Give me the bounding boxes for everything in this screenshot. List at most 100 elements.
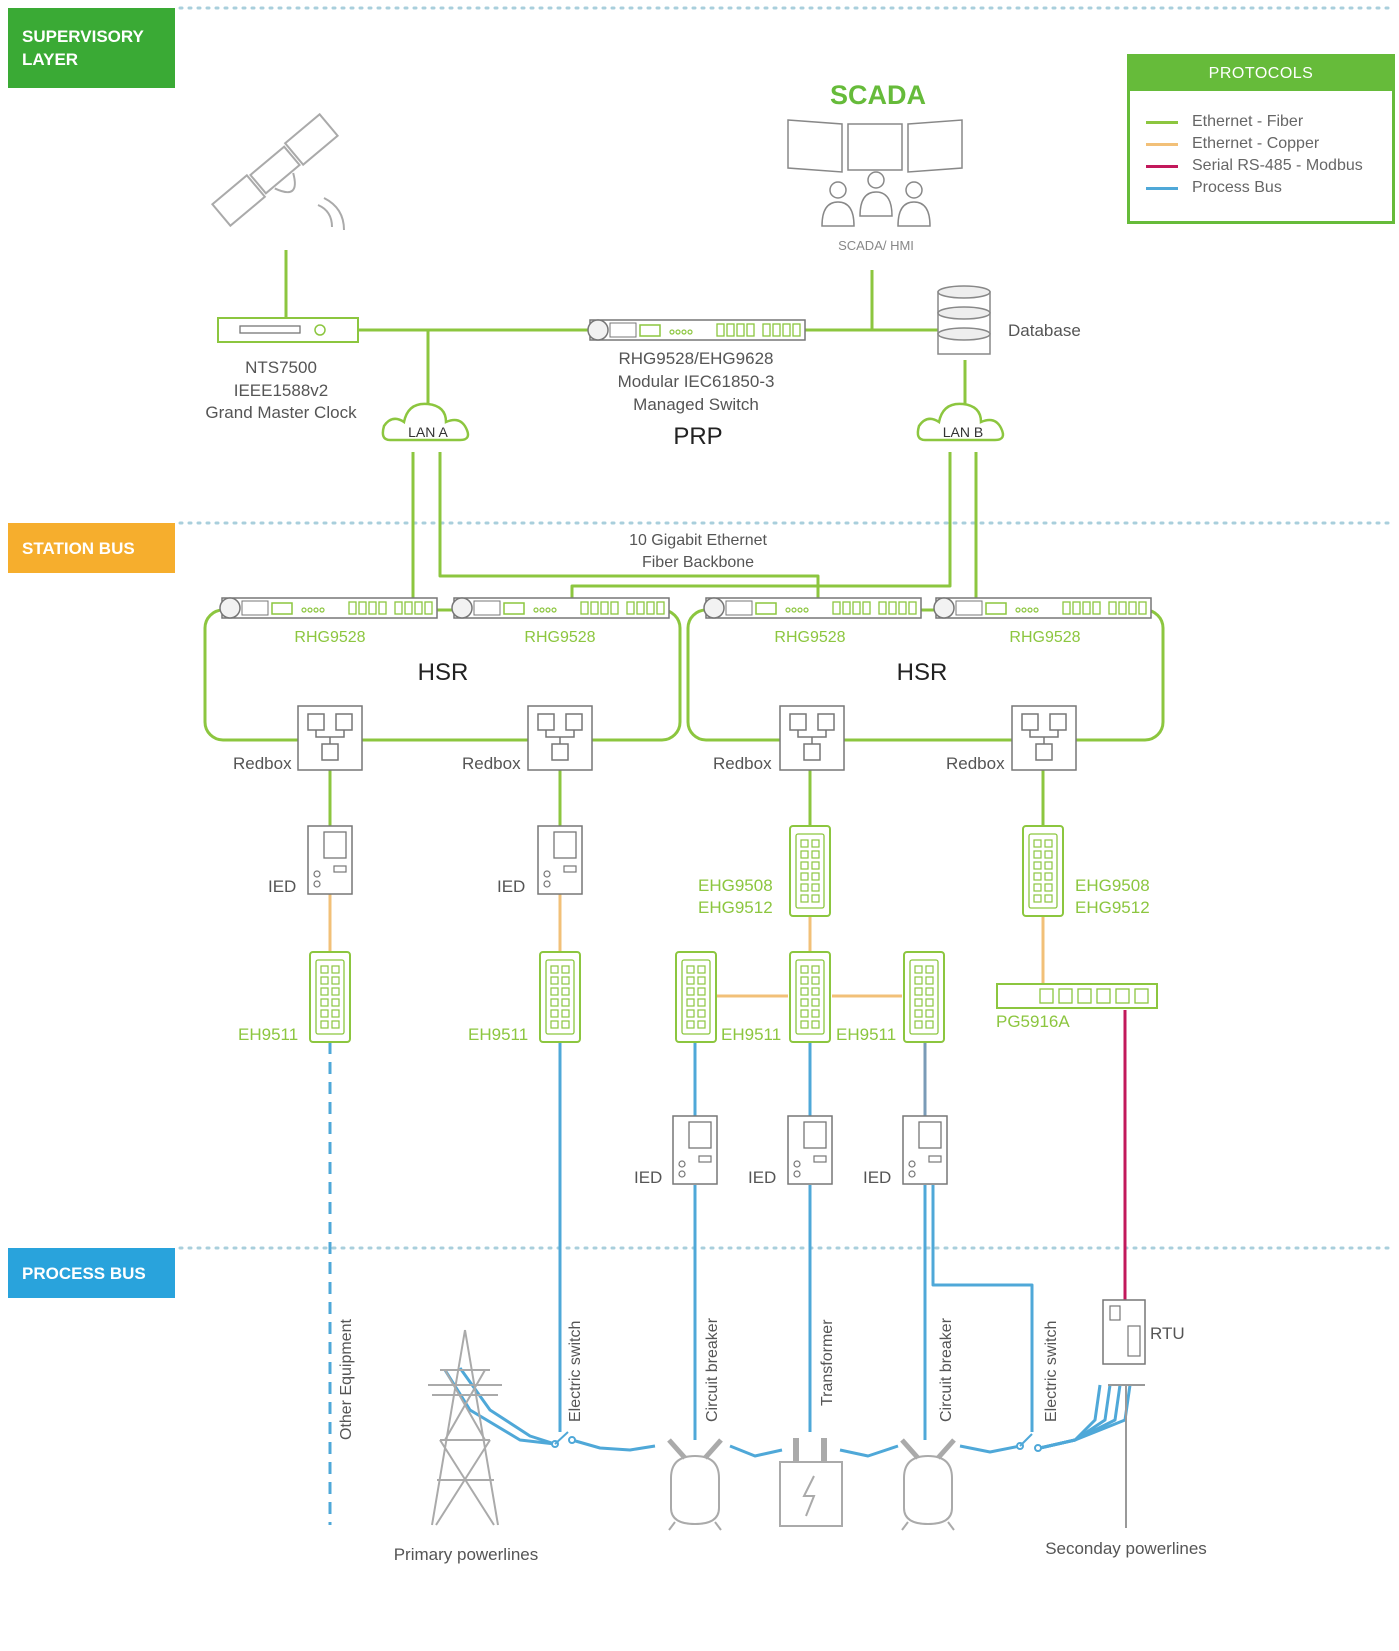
status-led — [675, 329, 681, 335]
satellite-icon — [210, 112, 340, 228]
ptp-module — [955, 600, 983, 616]
ied-button — [678, 1170, 686, 1178]
switch-port — [800, 839, 809, 848]
switch-port — [1044, 894, 1053, 903]
database-icon — [937, 285, 991, 355]
ied-port — [928, 1155, 942, 1163]
transformer-bushing — [793, 1438, 827, 1462]
port — [762, 323, 771, 337]
port — [404, 601, 413, 615]
switch-port — [561, 1020, 570, 1029]
eh9511-label-4: EH9511 — [836, 1025, 896, 1044]
eh9511-4 — [789, 951, 831, 1043]
fiber-module — [503, 602, 525, 615]
ied-button — [793, 1170, 801, 1178]
eh9511-2 — [539, 951, 581, 1043]
other-equipment-label: Other Equipment — [338, 1318, 355, 1440]
legend-swatch — [1146, 186, 1178, 190]
station-bus-label: STATION BUS — [22, 538, 135, 558]
rtu-body — [1102, 1299, 1146, 1365]
core-switch-label-2: Modular IEC61850-3 — [618, 372, 775, 391]
status-led — [533, 607, 539, 613]
port — [1108, 601, 1117, 615]
switch-port — [331, 987, 340, 996]
ptp-module — [725, 600, 753, 616]
switch-port — [550, 976, 559, 985]
ied-button — [908, 1170, 916, 1178]
switch-port — [686, 1009, 695, 1018]
redbox-1 — [297, 705, 363, 771]
circuit-breaker-label-2: Circuit breaker — [938, 1317, 955, 1422]
status-led — [791, 607, 797, 613]
switch-port — [1044, 839, 1053, 848]
ied-screen — [323, 831, 347, 859]
port — [394, 601, 403, 615]
status-led — [319, 607, 325, 613]
port — [736, 323, 745, 337]
switch-port — [800, 965, 809, 974]
switch-port — [320, 987, 329, 996]
legend-swatch — [1146, 120, 1178, 124]
switch-port — [697, 1020, 706, 1029]
port — [1138, 601, 1147, 615]
ied-body — [787, 1115, 833, 1185]
breaker-legs — [901, 1521, 955, 1531]
status-led — [1021, 607, 1027, 613]
operator-head — [829, 181, 847, 199]
circuit-breaker-2 — [900, 1438, 956, 1531]
ied-4 — [787, 1115, 833, 1185]
status-led — [803, 607, 809, 613]
switch-port — [561, 987, 570, 996]
status-led — [785, 607, 791, 613]
supervisory-layer-badge: SUPERVISORY LAYER — [8, 8, 175, 88]
fiber-module — [985, 602, 1007, 615]
eh9511-1 — [309, 951, 351, 1043]
switch-port — [811, 1009, 820, 1018]
ehg-label-right-2: EHG9512 — [1075, 898, 1150, 917]
switch-port — [800, 987, 809, 996]
status-led — [545, 607, 551, 613]
screen-right — [907, 119, 963, 173]
port — [1118, 601, 1127, 615]
switch-port — [914, 965, 923, 974]
status-led — [797, 607, 803, 613]
core-switch — [587, 319, 806, 341]
fiber-module — [639, 324, 661, 337]
legend-item-process-bus: Process Bus — [1146, 179, 1282, 197]
switch-housing — [539, 951, 581, 1043]
pg-port — [1039, 988, 1054, 1004]
redbox-4 — [1011, 705, 1077, 771]
pg-port — [1096, 988, 1111, 1004]
legend-item-fiber: Ethernet - Fiber — [1146, 113, 1303, 131]
switch-port — [561, 1009, 570, 1018]
transformer-icon — [779, 1438, 843, 1527]
process-bus-badge: PROCESS BUS — [8, 1248, 175, 1298]
switch-port — [925, 998, 934, 1007]
transmission-tower-icon — [428, 1329, 502, 1526]
layer-separators — [178, 6, 1397, 1250]
legend-item-copper: Ethernet - Copper — [1146, 135, 1319, 153]
switch-housing — [675, 951, 717, 1043]
screen-center — [847, 123, 903, 171]
redbox-label-2: Redbox — [462, 754, 521, 773]
rtu-module — [1127, 1325, 1141, 1357]
status-led — [1033, 607, 1039, 613]
database-label: Database — [1008, 321, 1081, 340]
operator-body — [897, 201, 931, 227]
ied-port — [698, 1155, 712, 1163]
electric-switch-label-1: Electric switch — [567, 1321, 584, 1422]
clock-chassis — [217, 317, 359, 343]
switch-port-bay — [795, 833, 825, 909]
ied-label-2: IED — [497, 877, 525, 896]
status-led — [1015, 607, 1021, 613]
electric-switch-label-2: Electric switch — [1043, 1321, 1060, 1422]
lan-a-cloud — [381, 402, 470, 442]
devices — [210, 112, 1158, 1531]
switch-port — [811, 872, 820, 881]
switch-port — [1033, 894, 1042, 903]
port — [772, 323, 781, 337]
port — [378, 601, 387, 615]
switch-port — [811, 883, 820, 892]
